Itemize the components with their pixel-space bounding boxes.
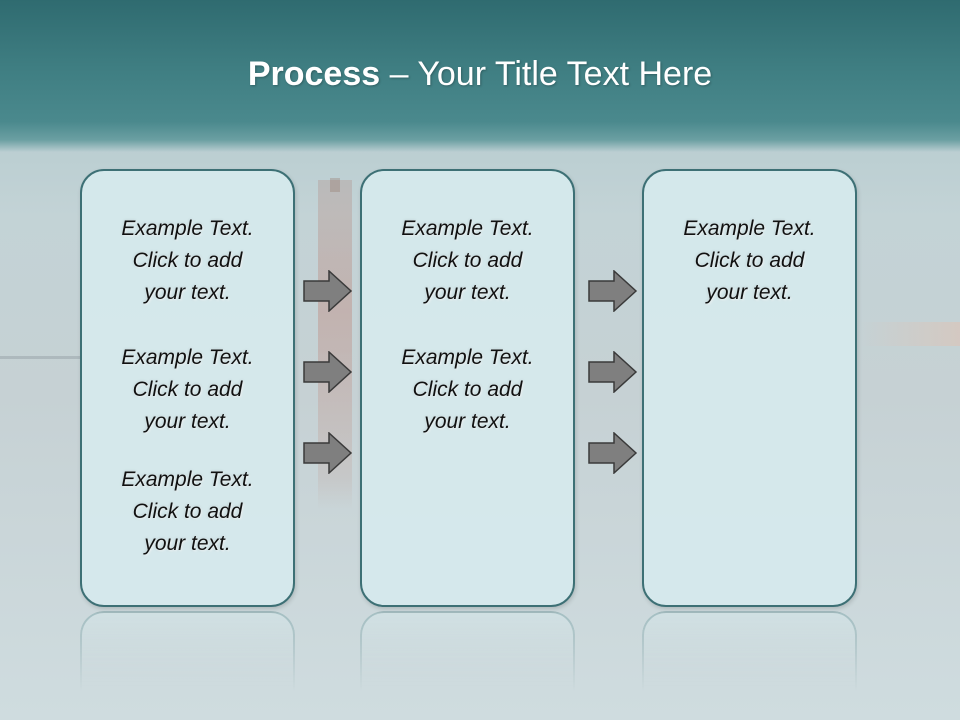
- title-bold: Process: [247, 55, 381, 93]
- process-box-1-reflection: [80, 611, 295, 691]
- arrow-right-icon[interactable]: [588, 432, 638, 474]
- process-box-3-text-1[interactable]: Example Text. Click to add your text.: [683, 217, 816, 304]
- process-box-1-text-1[interactable]: Example Text. Click to add your text.: [121, 217, 254, 304]
- background-horizon: [860, 322, 960, 346]
- process-box-2-text-1[interactable]: Example Text. Click to add your text.: [401, 217, 534, 304]
- title-banner: [0, 0, 960, 152]
- arrow-right-icon[interactable]: [303, 432, 353, 474]
- process-box-2-reflection: [360, 611, 575, 691]
- background-lighthouse-top: [330, 178, 340, 192]
- process-box-2[interactable]: Example Text. Click to add your text. Ex…: [360, 169, 575, 607]
- process-box-1-text-3[interactable]: Example Text. Click to add your text.: [121, 468, 254, 555]
- slide-title[interactable]: Process – Your Title Text Here: [0, 52, 960, 96]
- arrow-right-icon[interactable]: [588, 270, 638, 312]
- process-box-3[interactable]: Example Text. Click to add your text.: [642, 169, 857, 607]
- process-box-3-reflection: [642, 611, 857, 691]
- arrow-right-icon[interactable]: [303, 270, 353, 312]
- background-pier: [0, 356, 82, 395]
- process-box-1[interactable]: Example Text. Click to add your text. Ex…: [80, 169, 295, 607]
- process-box-2-text-2[interactable]: Example Text. Click to add your text.: [401, 346, 534, 433]
- title-rest: – Your Title Text Here: [380, 55, 713, 93]
- process-box-1-text-2[interactable]: Example Text. Click to add your text.: [121, 346, 254, 433]
- arrow-right-icon[interactable]: [303, 351, 353, 393]
- arrow-right-icon[interactable]: [588, 351, 638, 393]
